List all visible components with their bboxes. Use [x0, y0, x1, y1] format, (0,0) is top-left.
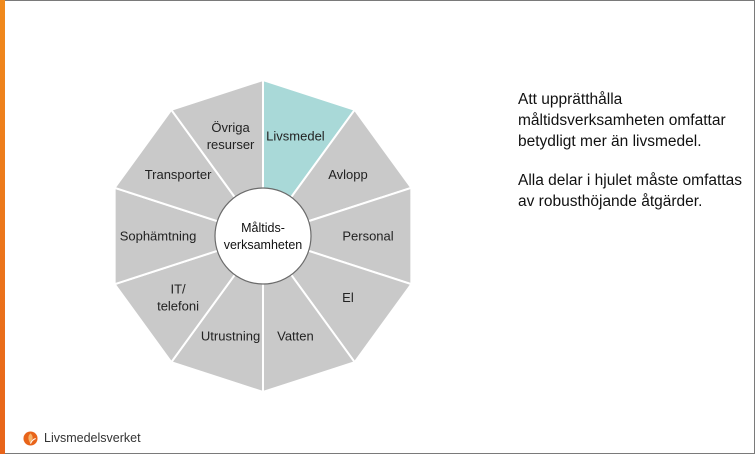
wheel-label-transporter: Transporter	[145, 167, 212, 182]
side-text: Att upprätthålla måltidsverksamheten omf…	[518, 89, 743, 230]
logo: Livsmedelsverket	[23, 428, 141, 448]
wheel-label-personal: Personal	[342, 229, 393, 244]
livsmedelsverket-logo-icon	[23, 430, 38, 446]
side-paragraph-2: Alla delar i hjulet måste omfattas av ro…	[518, 172, 742, 210]
wheel-hub	[214, 187, 312, 285]
wheel-label-vatten: Vatten	[277, 328, 314, 343]
wheel-label-el: El	[342, 290, 354, 305]
wheel-label-livsmedel: Livsmedel	[266, 129, 325, 144]
wheel-center-label: Måltids-verksamheten	[224, 221, 303, 252]
logo-text: Livsmedelsverket	[44, 431, 141, 445]
side-paragraph-1: Att upprätthålla måltidsverksamheten omf…	[518, 91, 726, 150]
wheel-label-utrustning: Utrustning	[201, 328, 260, 343]
accent-bar	[0, 0, 5, 454]
wheel-label-avlopp: Avlopp	[328, 167, 368, 182]
wheel-label-sophamtning: Sophämtning	[120, 229, 197, 244]
wheel-label-it-telefoni: IT/telefoni	[157, 282, 199, 314]
